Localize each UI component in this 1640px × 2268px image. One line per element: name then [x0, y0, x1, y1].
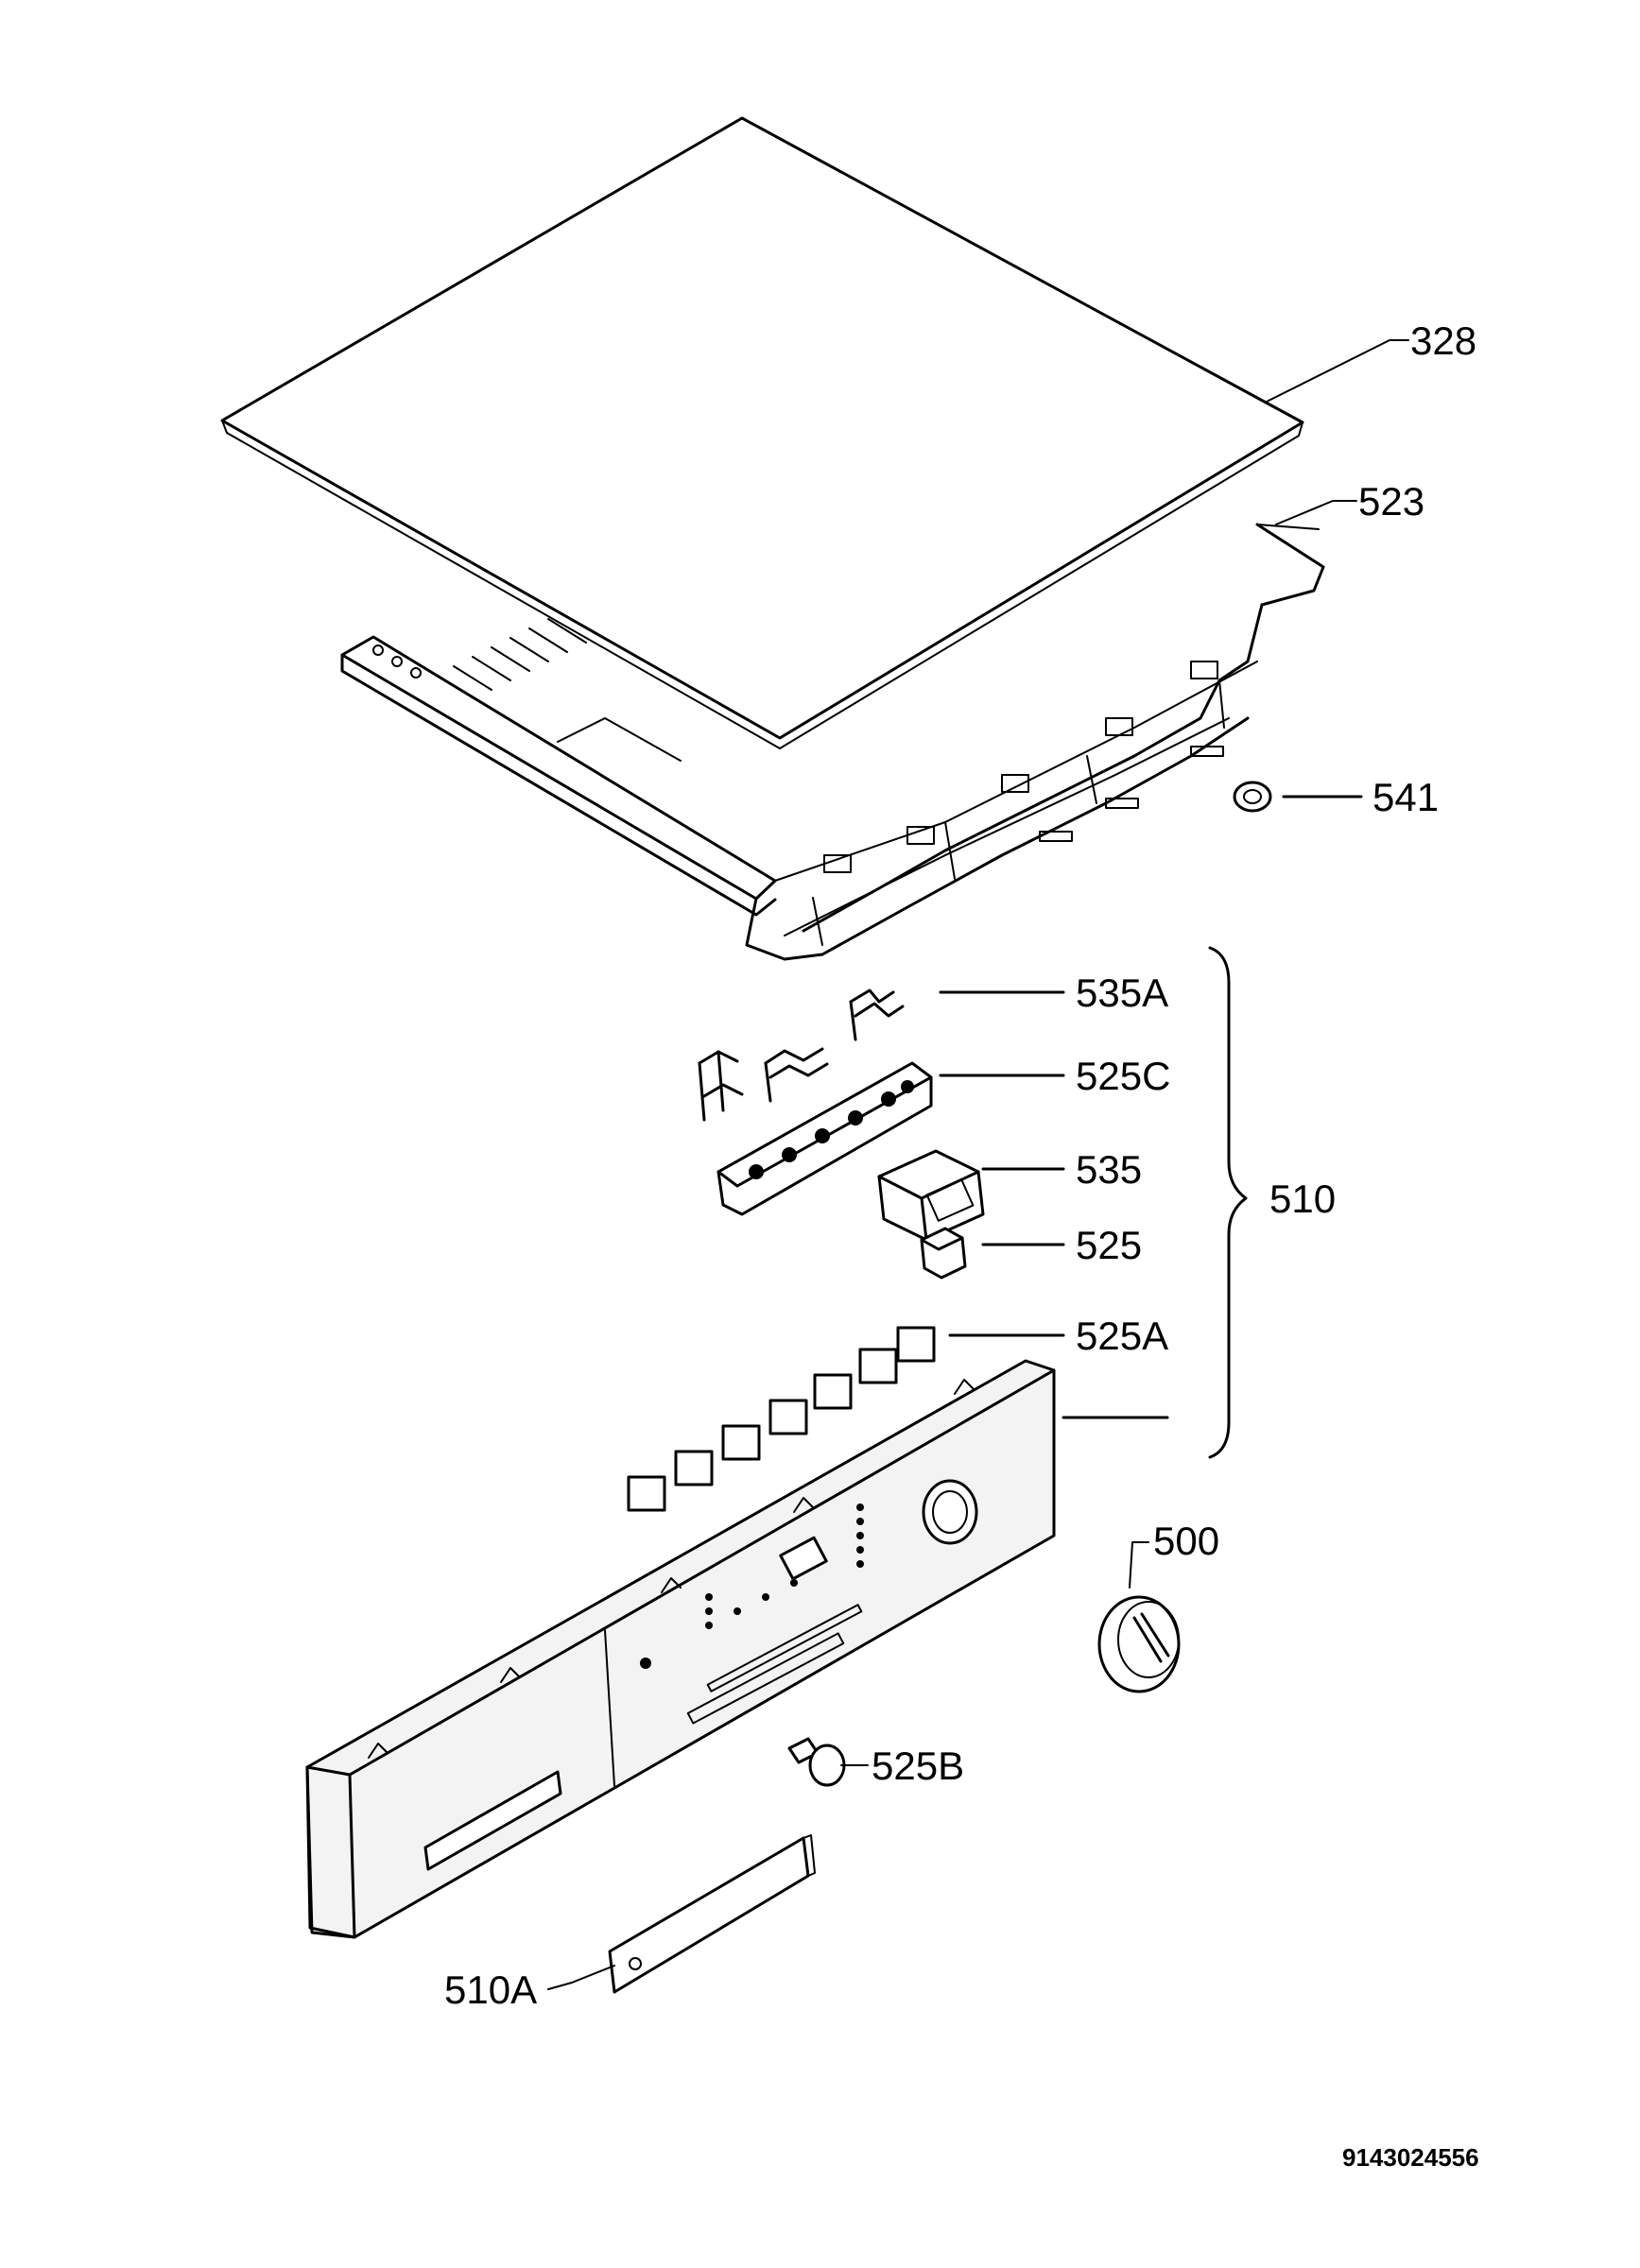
part-labels: 328 523 541 535A 525C 535 525 525A 510 5… — [444, 318, 1476, 2012]
label-525c: 525C — [1076, 1054, 1170, 1098]
part-525a-button-row — [627, 1326, 936, 1512]
label-525a: 525A — [1076, 1314, 1168, 1358]
part-510-control-panel — [305, 1359, 1056, 1939]
label-510: 510 — [1269, 1177, 1336, 1221]
label-541: 541 — [1372, 775, 1439, 819]
leader-328 — [1266, 339, 1409, 403]
leader-lines — [547, 339, 1409, 1990]
label-525b: 525B — [872, 1744, 964, 1788]
part-525-button — [920, 1227, 967, 1280]
leader-500 — [1129, 1541, 1149, 1589]
label-523: 523 — [1358, 479, 1424, 524]
part-525b-push-button — [787, 1737, 846, 1787]
part-328-top-lid — [220, 116, 1304, 749]
label-500: 500 — [1153, 1519, 1219, 1563]
label-535a: 535A — [1076, 971, 1168, 1015]
label-510a: 510A — [444, 1967, 537, 2012]
part-500-knob — [1097, 1595, 1181, 1693]
part-525c-button-carrier — [716, 1061, 933, 1216]
leader-510a — [547, 1965, 615, 1990]
part-535a-light-pipes — [698, 988, 905, 1122]
drawing-number: 9143024556 — [1342, 2143, 1479, 2172]
part-510a-insert-strip — [608, 1834, 816, 1994]
part-541-grommet — [1233, 781, 1272, 813]
assembly-bracket-510 — [1208, 946, 1248, 1459]
part-523-panel-frame — [340, 523, 1325, 961]
label-328: 328 — [1410, 318, 1476, 363]
label-535: 535 — [1076, 1147, 1142, 1192]
label-525: 525 — [1076, 1223, 1142, 1267]
leader-523 — [1275, 500, 1357, 525]
part-535-display — [877, 1149, 985, 1242]
